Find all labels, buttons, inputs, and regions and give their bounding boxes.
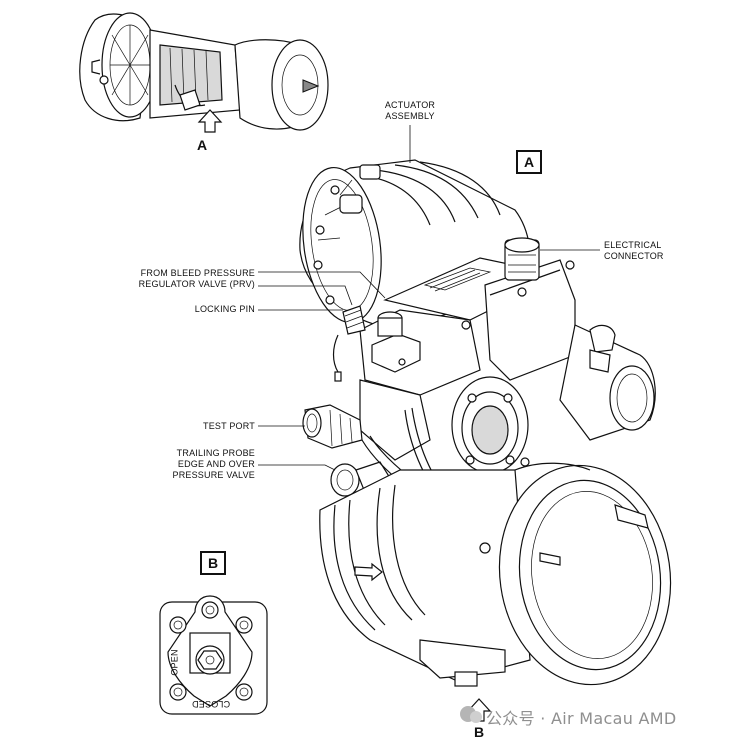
label-electrical-connector: ELECTRICAL CONNECTOR <box>604 240 664 261</box>
detail-b-view <box>159 595 268 715</box>
watermark-icon <box>460 706 482 723</box>
label-actuator-assembly: ACTUATOR ASSEMBLY <box>384 100 436 121</box>
watermark-text: 公众号 · Air Macau AMD <box>486 709 677 728</box>
view-a-box: A <box>516 150 542 174</box>
view-b-letter: B <box>474 724 485 740</box>
label-test-port: TEST PORT <box>203 421 255 431</box>
view-b-box: B <box>200 551 226 575</box>
label-locking-pin: LOCKING PIN <box>194 304 255 314</box>
view-a-arrow <box>197 109 223 133</box>
label-from-bleed: FROM BLEED PRESSURE REGULATOR VALVE (PRV… <box>138 268 255 289</box>
detail-b-closed: CLOSED <box>191 699 231 709</box>
valve-assembly <box>299 159 672 687</box>
view-a-letter: A <box>197 137 208 153</box>
engine-overview <box>79 12 329 131</box>
leader-lines <box>258 125 600 471</box>
label-trailing-probe: TRAILING PROBE EDGE AND OVER PRESSURE VA… <box>172 448 255 480</box>
detail-b-open: OPEN <box>169 649 180 676</box>
